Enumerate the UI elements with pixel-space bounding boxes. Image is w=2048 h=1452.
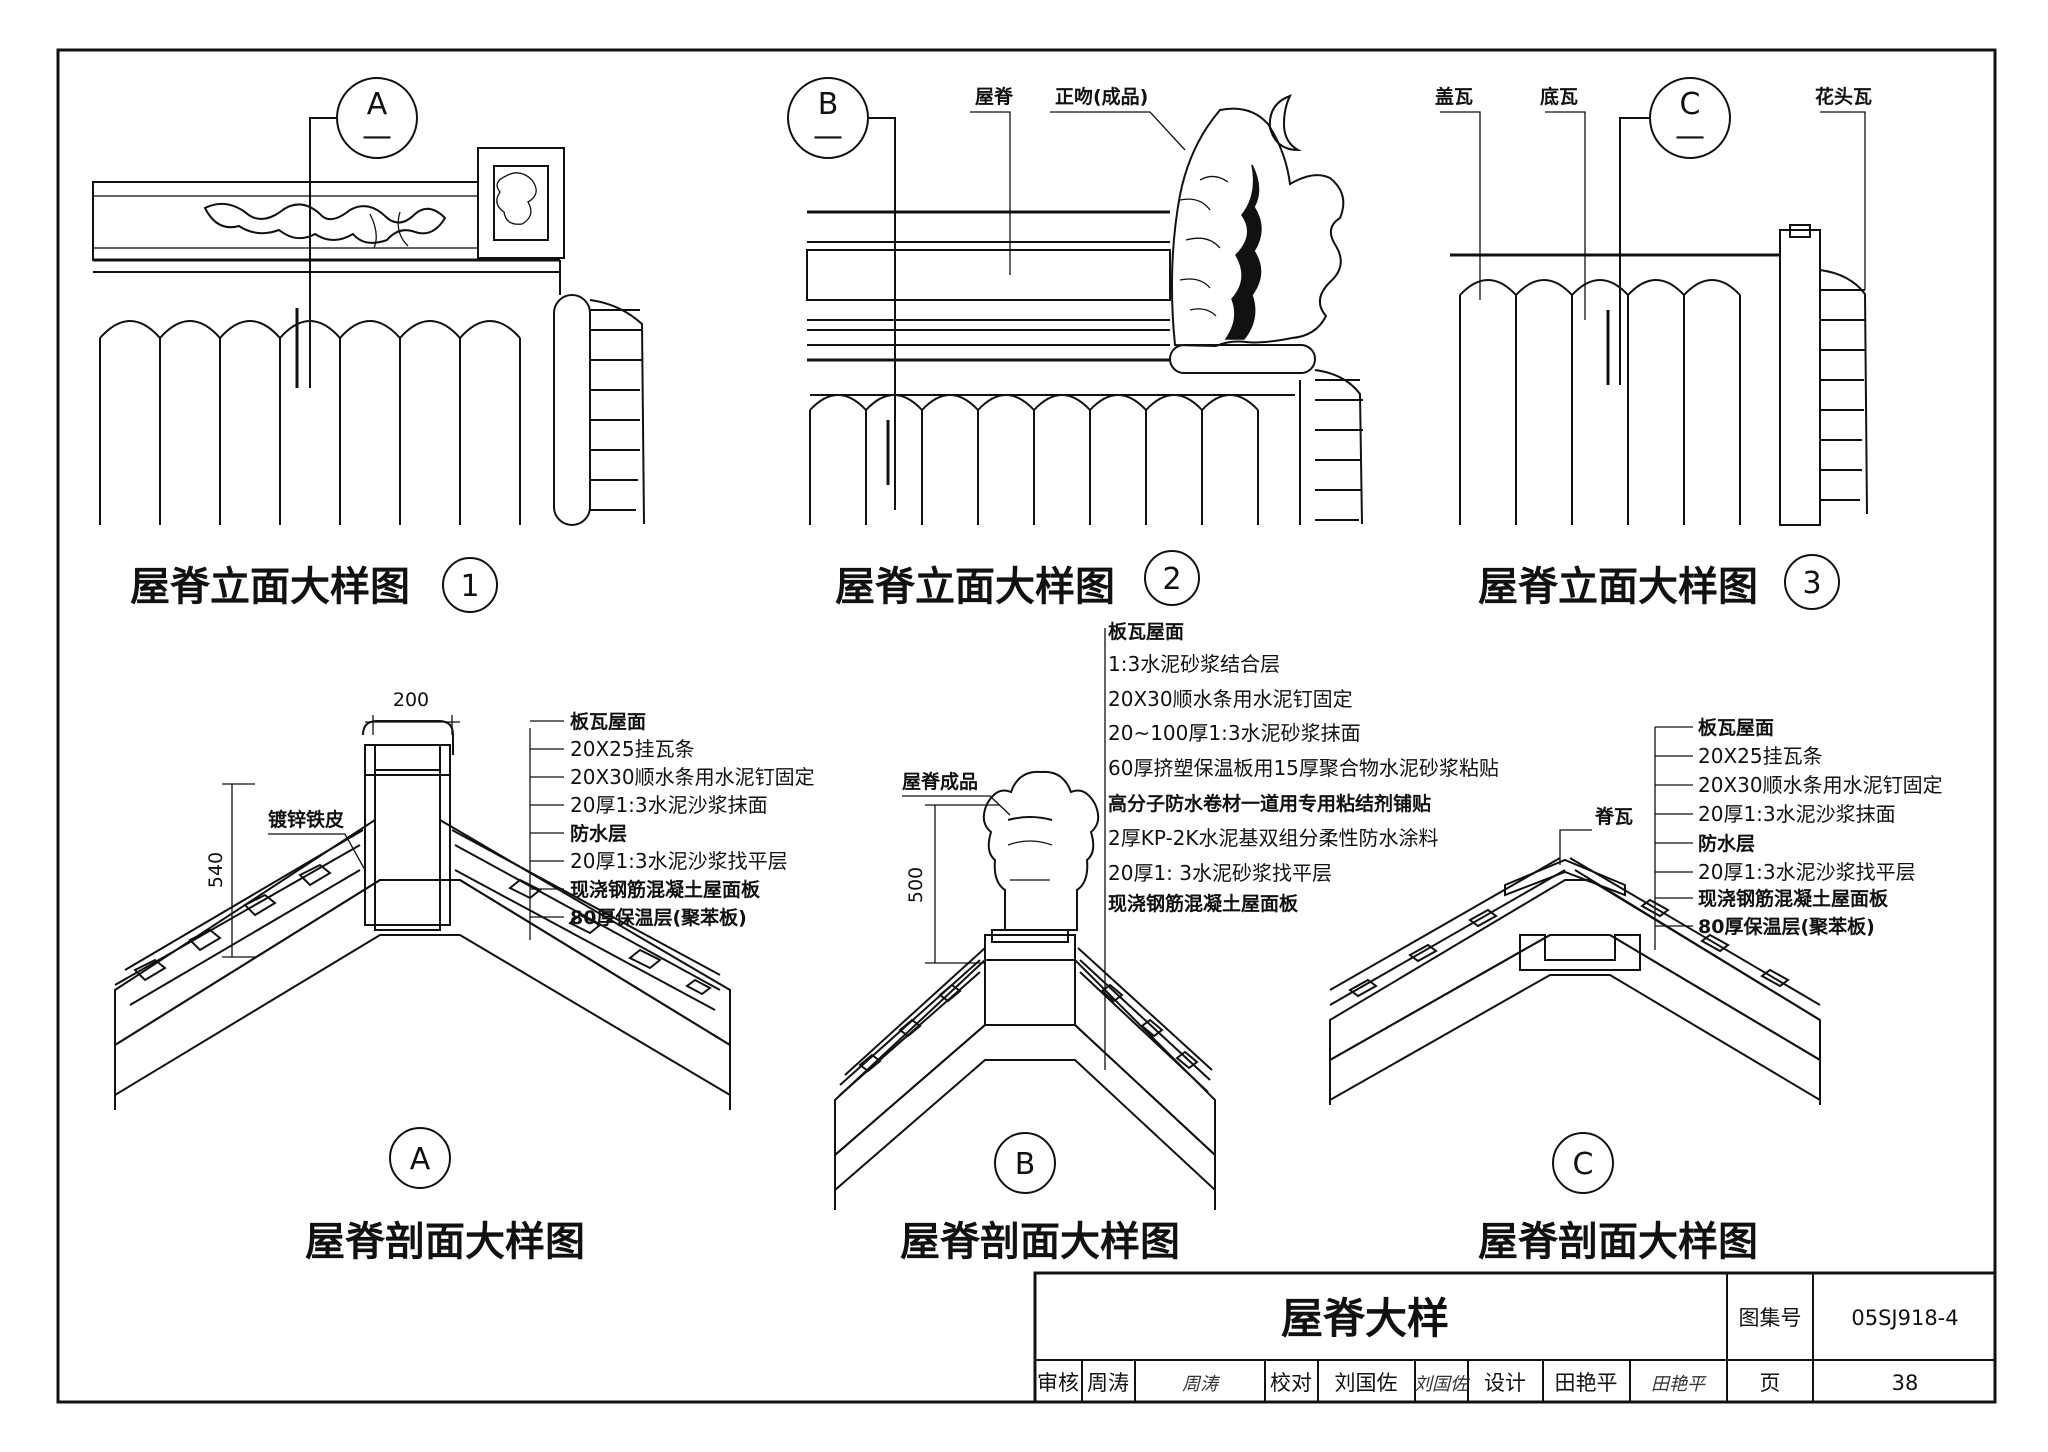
drawing-title: 屋脊大样 [1281,1294,1449,1343]
section-b: 500 屋脊成品 板瓦屋面 1:3水泥砂浆结合层 20X30顺水条用水泥钉固定 … [834,620,1499,1210]
elevation-2-tag-sub: — [813,119,843,154]
cover-tile-label: 盖瓦 [1435,85,1473,108]
elevation-2-tag: B [818,87,839,122]
section-a-ridge-core [374,769,441,931]
elevation-2-title: 屋脊立面大样图 [835,564,1115,610]
ridge-product [982,770,1100,931]
section-a-callout: 镀锌铁皮 [268,808,344,831]
finial-ornament [1170,107,1345,348]
ridge-tile [1504,858,1626,897]
finial-label: 正吻(成品) [1055,85,1148,108]
section-a-dim-width: 200 [393,689,429,711]
checker-signature: 刘国佐 [1414,1374,1471,1395]
title-block: 屋脊大样 图集号 05SJ918-4 审核 周涛 周涛 校对 刘国佐 刘国佐 设… [1033,1271,1997,1404]
section-b-dim-height: 500 [905,867,927,903]
section-c-layer-list: 板瓦屋面 20X25挂瓦条 20X30顺水条用水泥钉固定 20厚1:3水泥沙浆抹… [1654,716,1943,950]
designer-signature: 田艳平 [1651,1374,1707,1395]
elevation-1-title: 屋脊立面大样图 [130,564,410,610]
ridge-label: 屋脊 [975,85,1014,108]
section-a-layer-7: 现浇钢筋混凝土屋面板 [570,878,761,901]
section-a-layer-2: 20X25挂瓦条 [570,737,695,761]
section-c-layer-4: 20厚1:3水泥沙浆抹面 [1698,802,1896,826]
section-a-layer-3: 20X30顺水条用水泥钉固定 [570,765,815,789]
section-b-title: 屋脊剖面大样图 [900,1219,1180,1265]
elevation-2-num-circle [1144,550,1200,606]
atlas-number: 05SJ918-4 [1851,1306,1958,1330]
flower-tile-label: 花头瓦 [1815,85,1872,108]
section-c-layer-5: 防水层 [1698,832,1755,855]
section-a-layer-1: 板瓦屋面 [570,710,646,733]
review-label: 审核 [1037,1371,1079,1395]
elevation-1-tiles [99,308,521,525]
elevation-1-tag-sub: — [362,119,392,154]
checker-name: 刘国佐 [1335,1371,1398,1395]
elevation-1-num-circle [442,557,498,613]
section-c-tag: C [1573,1147,1594,1182]
sheet-border [56,48,1997,1404]
carved-ornament [203,202,447,244]
section-c-layer-7: 现浇钢筋混凝土屋面板 [1698,887,1889,910]
reviewer-name: 周涛 [1087,1371,1129,1395]
section-a-title: 屋脊剖面大样图 [305,1219,585,1265]
design-label: 设计 [1484,1371,1526,1395]
atlas-number-label: 图集号 [1739,1306,1802,1330]
elevation-3-tag: C [1680,87,1701,122]
section-c-callout: 脊瓦 [1594,805,1633,828]
section-b-layer-9: 现浇钢筋混凝土屋面板 [1108,892,1299,915]
elevation-1-num: 1 [460,569,479,604]
section-b-callout: 屋脊成品 [902,770,978,793]
section-b-tag: B [1015,1147,1036,1182]
section-b-layer-7: 2厚KP-2K水泥基双组分柔性防水涂料 [1108,826,1439,850]
section-a-layer-4: 20厚1:3水泥沙浆抹面 [570,793,768,817]
section-b-layer-list: 板瓦屋面 1:3水泥砂浆结合层 20X30顺水条用水泥钉固定 20~100厚1:… [1104,620,1499,1070]
elevation-3-title: 屋脊立面大样图 [1478,564,1758,610]
elevation-3-num: 3 [1802,566,1821,601]
section-c-title: 屋脊剖面大样图 [1478,1219,1758,1265]
section-c-layer-1: 板瓦屋面 [1698,716,1774,739]
section-a-layer-8: 80厚保温层(聚苯板) [570,906,747,929]
bottom-tile-label: 底瓦 [1540,85,1578,108]
section-b-layer-2: 1:3水泥砂浆结合层 [1108,652,1280,676]
medallion-box [477,147,565,259]
designer-name: 田艳平 [1555,1371,1618,1395]
section-c-layer-2: 20X25挂瓦条 [1698,744,1823,768]
section-a-layer-6: 20厚1:3水泥沙浆找平层 [570,849,788,873]
elevation-3-tag-sub: — [1675,119,1705,154]
page-number: 38 [1892,1371,1919,1395]
section-b-layer-5: 60厚挤塑保温板用15厚聚合物水泥砂浆粘贴 [1108,756,1499,780]
elevation-2-num: 2 [1162,562,1181,597]
elevation-3-num-circle [1784,554,1840,610]
section-b-layer-4: 20~100厚1:3水泥砂浆抹面 [1108,721,1361,745]
section-a-dim-height: 540 [205,852,227,888]
section-b-layer-6: 高分子防水卷材一道用专用粘结剂铺贴 [1108,792,1431,815]
section-b-layer-3: 20X30顺水条用水泥钉固定 [1108,687,1353,711]
section-c: 脊瓦 板瓦屋面 20X25挂瓦条 20X30顺水条用水泥钉固定 20厚1:3水泥… [1329,716,1943,1194]
page-label: 页 [1760,1371,1781,1395]
elevation-1-tag: A [367,87,388,122]
section-a: 200 540 镀锌铁皮 板瓦屋面 20X25挂瓦条 20X30顺水条用水泥钉固… [114,689,815,1189]
section-a-layer-list: 板瓦屋面 20X25挂瓦条 20X30顺水条用水泥钉固定 20厚1:3水泥沙浆抹… [529,710,815,940]
section-b-layer-8: 20厚1: 3水泥砂浆找平层 [1108,861,1332,885]
section-b-layer-1: 板瓦屋面 [1108,620,1184,643]
section-c-layer-3: 20X30顺水条用水泥钉固定 [1698,773,1943,797]
elevation-2: B — 屋脊 正吻(成品) [787,77,1363,525]
check-label: 校对 [1270,1371,1312,1395]
section-c-layer-6: 20厚1:3水泥沙浆找平层 [1698,860,1916,884]
elevation-1: A — [92,77,645,526]
elevation-3: C — 盖瓦 底瓦 花头瓦 [1435,77,1872,526]
reviewer-signature: 周涛 [1182,1374,1221,1395]
section-a-tag: A [410,1142,431,1177]
section-c-layer-8: 80厚保温层(聚苯板) [1698,915,1875,938]
section-a-layer-5: 防水层 [570,822,627,845]
elevation-2-ridge-band [806,249,1171,301]
